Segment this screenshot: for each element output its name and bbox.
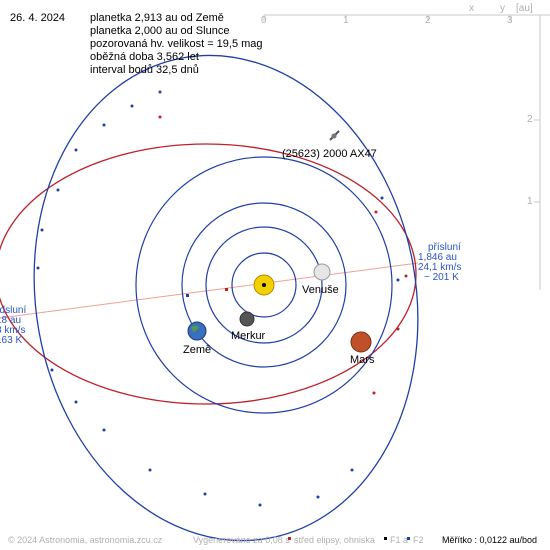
earth-label: Země xyxy=(183,344,212,356)
y-tick-1: 1 xyxy=(527,196,533,207)
x-axis-label: x xyxy=(469,3,474,14)
venus-icon xyxy=(313,263,331,281)
asteroid-icon xyxy=(329,130,340,141)
mercury-orbit xyxy=(231,252,297,318)
x-axis-ticks xyxy=(263,15,511,21)
footer-generated: Vygenerováno za 0,08 s xyxy=(193,535,290,545)
x-tick-1: 1 xyxy=(343,15,349,26)
earth-orbit xyxy=(181,202,347,368)
venus-label: Venuše xyxy=(302,284,339,296)
footer-legend-f2: F2 xyxy=(413,535,424,545)
asteroid-label: (25623) 2000 AX47 xyxy=(282,148,377,160)
y-axis-ticks xyxy=(534,119,540,203)
focus-f2 xyxy=(225,288,228,291)
footer-legend-f1: F1 a xyxy=(390,535,409,545)
aphelion-speed: 8 km/s xyxy=(0,325,26,336)
outer-orbit xyxy=(33,54,419,542)
legend-f2-marker xyxy=(407,537,410,540)
ellipse-center xyxy=(186,294,189,297)
info-line-4: oběžná doba 3,562 let xyxy=(90,51,199,63)
apsis-line xyxy=(0,262,419,319)
footer-legend-center: střed elipsy, ohniska xyxy=(294,535,375,545)
aphelion-temp: 163 K xyxy=(0,335,23,346)
legend-center-marker xyxy=(288,537,291,540)
footer-copyright: © 2024 Astronomia, astronomia.zcu.cz xyxy=(8,535,163,545)
aphelion-title: odsluní xyxy=(0,305,27,316)
perihelion-speed: 24,1 km/s xyxy=(418,262,462,273)
y-tick-2: 2 xyxy=(527,114,533,125)
perihelion-distance: 1,846 au xyxy=(418,252,457,263)
x-tick-2: 2 xyxy=(425,15,431,26)
legend-f1-marker xyxy=(384,537,387,540)
y-axis-label: y xyxy=(500,3,505,14)
unit-label: [au] xyxy=(516,3,533,14)
mercury-icon xyxy=(239,311,255,327)
mercury-label: Merkur xyxy=(231,330,266,342)
mars-label: Mars xyxy=(350,354,375,366)
info-line-5: interval bodů 32,5 dnů xyxy=(90,64,199,76)
mars-orbit xyxy=(135,156,393,414)
aphelion-distance: 18 au xyxy=(0,315,22,326)
x-tick-0: 0 xyxy=(261,15,267,26)
footer-scale: Měřítko : 0,0122 au/bod xyxy=(442,535,538,545)
date-label: 26. 4. 2024 xyxy=(10,12,66,24)
mars-icon xyxy=(350,331,372,353)
venus-orbit xyxy=(205,226,323,344)
outer-orbit-dots xyxy=(36,90,400,507)
perihelion-temp: ~ 201 K xyxy=(424,272,459,283)
asteroid-orbit xyxy=(0,143,417,405)
info-line-2: planetka 2,000 au od Slunce xyxy=(90,25,230,37)
info-line-1: planetka 2,913 au od Země xyxy=(90,12,224,24)
earth-icon xyxy=(187,321,207,341)
asteroid-orbit-dots xyxy=(158,115,408,395)
x-tick-3: 3 xyxy=(507,15,513,26)
perihelion-title: přísluní xyxy=(428,242,461,253)
info-line-3: pozorovaná hv. velikost = 19,5 mag xyxy=(90,38,263,50)
